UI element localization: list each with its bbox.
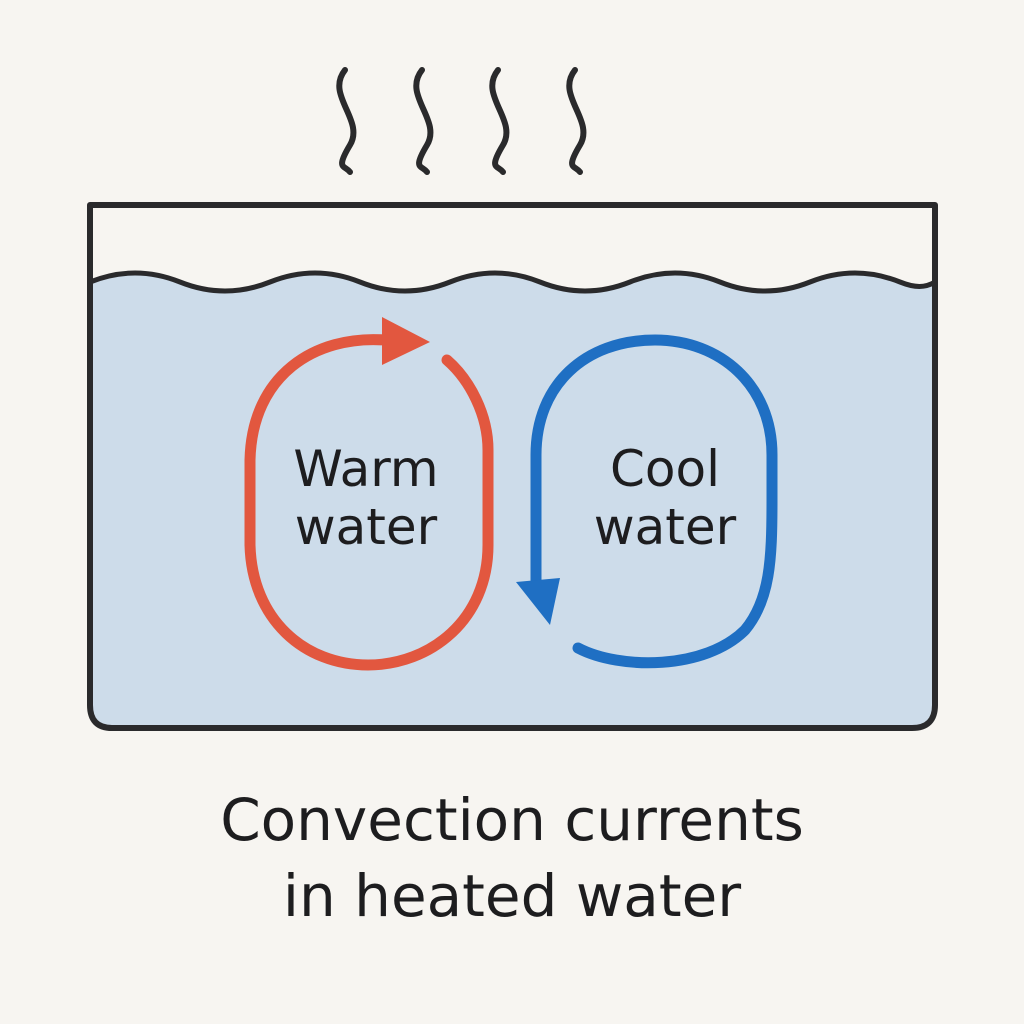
steam-line-1: [336, 67, 357, 175]
cool-water-label-line1: Cool: [610, 440, 720, 498]
container-outline: [87, 202, 938, 731]
warm-arrowhead: [382, 317, 430, 365]
steam-icon: [336, 67, 587, 175]
water-surface: [89, 270, 937, 294]
steam-line-3: [489, 67, 510, 175]
cool-current-loop: [530, 334, 778, 669]
cool-water-label-line2: water: [594, 498, 737, 556]
diagram-caption: Convection currents in heated water: [0, 782, 1024, 934]
clockwise-arrow-icon: [244, 317, 494, 671]
water-body: [90, 273, 935, 728]
caption-line-2: in heated water: [282, 862, 742, 930]
warm-water-label-line2: water: [295, 498, 438, 556]
caption-line-1: Convection currents: [220, 786, 804, 854]
counter-clockwise-arrow-icon: [516, 334, 778, 669]
warm-current-loop: [244, 334, 494, 671]
cool-arrowhead: [516, 578, 560, 625]
warm-water-label-line1: Warm: [293, 440, 438, 498]
steam-line-2: [413, 67, 434, 175]
steam-line-4: [566, 67, 587, 175]
